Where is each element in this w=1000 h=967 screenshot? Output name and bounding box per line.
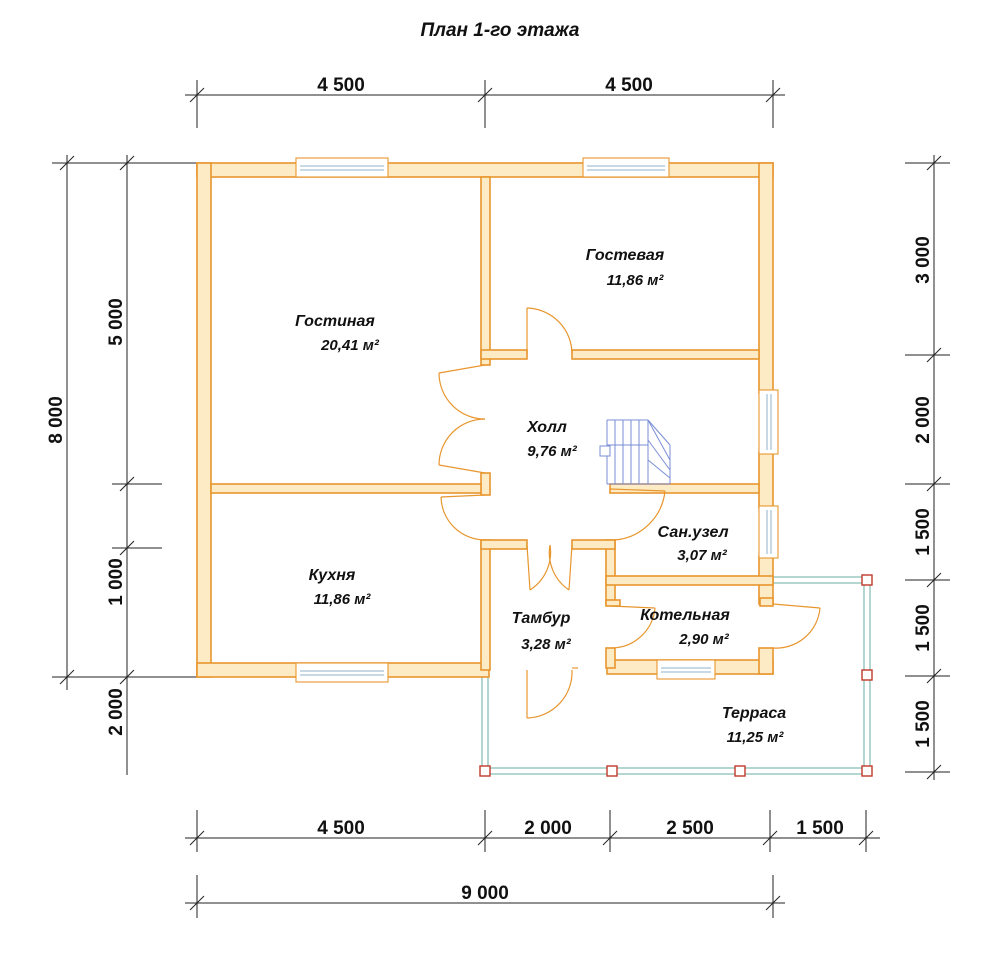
- room-name-boiler: Котельная: [640, 607, 730, 624]
- dim-bottom-1: 4 500: [317, 818, 365, 839]
- window-icon: [758, 505, 779, 559]
- dim-bottom-3: 2 500: [666, 818, 714, 839]
- doors: [438, 307, 821, 719]
- room-name-vestibule: Тамбур: [512, 610, 571, 627]
- windows: [295, 157, 779, 683]
- terrace-post: [734, 765, 746, 777]
- room-area-vestibule: 3,28 м²: [521, 636, 571, 653]
- room-area-guest: 11,86 м²: [607, 272, 665, 289]
- dim-right-4: 1 500: [913, 604, 934, 652]
- window-icon: [295, 662, 389, 683]
- room-name-hall: Холл: [526, 419, 567, 436]
- dim-bottom-4: 1 500: [796, 818, 844, 839]
- terrace-post: [861, 574, 873, 586]
- window-icon: [758, 389, 779, 455]
- room-name-living: Гостиная: [295, 313, 375, 330]
- room-name-kitchen: Кухня: [309, 567, 356, 584]
- dim-left-total: 8 000: [46, 396, 67, 444]
- walls: [196, 162, 774, 678]
- dim-left-1: 5 000: [106, 298, 127, 346]
- dim-left-2: 1 000: [106, 558, 127, 606]
- dim-bottom-total: 9 000: [461, 883, 509, 904]
- dimension-lines: [52, 80, 950, 918]
- dim-right-5: 1 500: [913, 700, 934, 748]
- dim-right-3: 1 500: [913, 508, 934, 556]
- terrace-post: [861, 765, 873, 777]
- room-area-living: 20,41 м²: [320, 337, 380, 354]
- terrace-post: [606, 765, 618, 777]
- terrace-post: [479, 765, 491, 777]
- dim-top-right: 4 500: [605, 75, 653, 96]
- dim-bottom-2: 2 000: [524, 818, 572, 839]
- dimension-labels: 4 500 4 500 4 500 2 000 2 500 1 500 9 00…: [46, 75, 934, 904]
- window-icon: [295, 157, 389, 178]
- room-name-bathroom: Сан.узел: [657, 524, 728, 541]
- room-name-guest: Гостевая: [586, 247, 665, 264]
- room-area-terrace: 11,25 м²: [727, 729, 785, 746]
- room-area-boiler: 2,90 м²: [678, 631, 729, 648]
- window-icon: [582, 157, 670, 178]
- stairs-icon: [599, 419, 671, 485]
- dim-top-left: 4 500: [317, 75, 365, 96]
- room-labels: Гостиная 20,41 м² Гостевая 11,86 м² Холл…: [295, 247, 786, 746]
- room-name-terrace: Терраса: [722, 705, 786, 722]
- room-area-bathroom: 3,07 м²: [677, 547, 727, 564]
- plan-title: План 1-го этажа: [420, 20, 580, 41]
- dim-right-1: 3 000: [913, 236, 934, 284]
- dim-right-2: 2 000: [913, 396, 934, 444]
- window-icon: [656, 659, 716, 680]
- room-area-hall: 9,76 м²: [527, 443, 577, 460]
- dim-left-3: 2 000: [106, 688, 127, 736]
- terrace-post: [861, 669, 873, 681]
- terrace: [479, 574, 873, 777]
- room-area-kitchen: 11,86 м²: [314, 591, 372, 608]
